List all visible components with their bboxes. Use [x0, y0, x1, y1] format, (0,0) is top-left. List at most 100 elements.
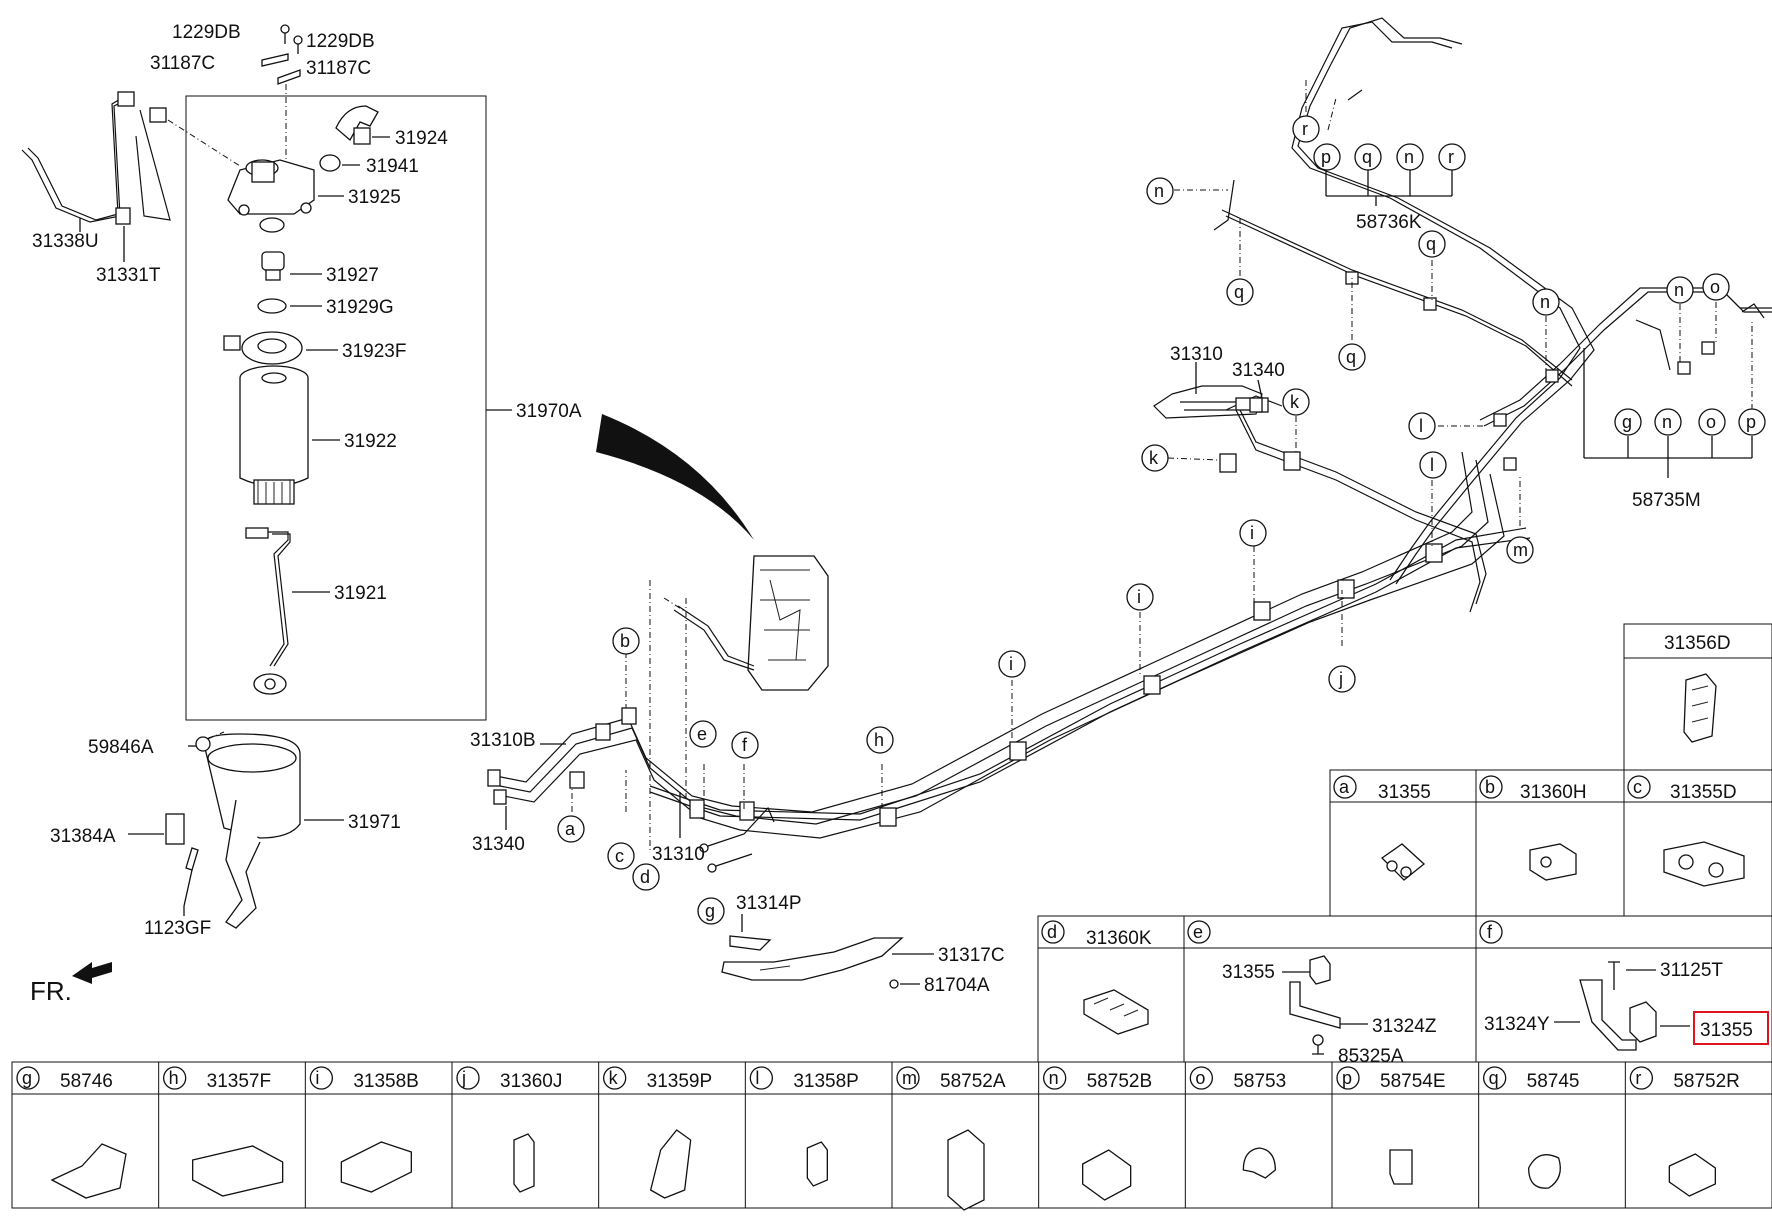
- label-31187C-b: 31187C: [306, 58, 371, 79]
- clip-31356D-icon: [1683, 673, 1717, 743]
- cell-n-part: 58752B: [1087, 1071, 1153, 1092]
- clip-58752B-icon: [1082, 1149, 1132, 1201]
- callout-l-2: [1408, 412, 1436, 440]
- cell-i-letter: i: [315, 1068, 319, 1088]
- cell-h-letter: h: [169, 1068, 179, 1088]
- clip-31357F-icon: [192, 1145, 284, 1197]
- clip-58752A-icon: [947, 1129, 985, 1211]
- callout-i-2: [1126, 583, 1154, 611]
- cell-a: a 31355: [1333, 775, 1431, 881]
- callout-k-1: [1141, 444, 1169, 472]
- callout-g: [697, 897, 725, 925]
- cell-a-part: 31355: [1378, 782, 1431, 803]
- filter-cartridge-31922-part: [239, 365, 309, 505]
- svg-text:g: g: [1622, 412, 1632, 432]
- clip-58746-icon: [50, 1143, 127, 1199]
- svg-text:l: l: [1430, 455, 1434, 475]
- callout-i-1: [998, 650, 1026, 678]
- callout-m: [1506, 536, 1534, 564]
- fuel-filter-assembly: 31970A 1229DB 1229DB 31187C 31187C 31924…: [150, 22, 582, 721]
- cell-e-label-85325A: 85325A: [1338, 1046, 1404, 1067]
- cell-k-letter: k: [609, 1068, 619, 1088]
- cell-f-label-31355: 31355: [1700, 1020, 1753, 1041]
- callout-h: [866, 726, 894, 754]
- svg-text:j: j: [1338, 669, 1343, 689]
- fr-label: FR.: [30, 976, 72, 1006]
- svg-text:c: c: [1633, 777, 1642, 797]
- cell-g-letter: g: [22, 1068, 32, 1088]
- label-1123GF: 1123GF: [144, 918, 211, 939]
- label-58736K: 58736K: [1356, 212, 1422, 233]
- svg-text:q: q: [1346, 347, 1356, 367]
- callout-q-1: [1226, 278, 1254, 306]
- svg-text:k: k: [1149, 448, 1159, 468]
- cell-e-label-31355: 31355: [1222, 962, 1275, 983]
- callout-d: [632, 863, 660, 891]
- cell-f: f 31125T 31324Y 31355: [1479, 920, 1769, 1051]
- cell-m-part: 58752A: [940, 1071, 1006, 1092]
- svg-text:n: n: [1154, 181, 1164, 201]
- clip-58753-icon: [1242, 1147, 1276, 1179]
- label-31310B: 31310B: [470, 730, 536, 751]
- callout-n-3: [1532, 288, 1560, 316]
- cell-l-letter-circle: [749, 1066, 773, 1090]
- clip-58752R-icon: [1668, 1153, 1716, 1197]
- callout-n-4: [1666, 276, 1694, 304]
- callout-f: [731, 731, 759, 759]
- cell-r-letter-circle: [1629, 1066, 1653, 1090]
- cell-q-part: 58745: [1527, 1071, 1580, 1092]
- label-31317C: 31317C: [938, 945, 1005, 966]
- label-31338U: 31338U: [32, 231, 99, 252]
- callout-p-2: [1738, 408, 1766, 436]
- svg-text:i: i: [1137, 587, 1141, 607]
- label-31929G: 31929G: [326, 297, 394, 318]
- svg-text:d: d: [640, 867, 650, 887]
- svg-text:q: q: [1234, 282, 1244, 302]
- cell-d-part: 31360K: [1086, 928, 1152, 949]
- callout-g-2: [1614, 408, 1642, 436]
- cell-c: c 31355D: [1627, 775, 1745, 887]
- svg-text:n: n: [1540, 292, 1550, 312]
- callout-n-1: [1146, 177, 1174, 205]
- svg-text:o: o: [1706, 412, 1716, 432]
- label-31921: 31921: [334, 583, 387, 604]
- bolt-1229DB-part: [280, 24, 303, 54]
- svg-text:l: l: [1419, 416, 1423, 436]
- main-fuel-lines: [487, 17, 1772, 839]
- svg-text:n: n: [1662, 412, 1672, 432]
- gasket-31929G-part: [257, 298, 287, 314]
- callout-o-1: [1702, 273, 1730, 301]
- cell-g-letter-circle: [16, 1066, 40, 1090]
- callout-o-2: [1698, 408, 1726, 436]
- callout-b: [612, 627, 640, 655]
- label-31927: 31927: [326, 265, 379, 286]
- cell-l-letter: l: [755, 1068, 759, 1088]
- svg-text:h: h: [874, 730, 884, 750]
- svg-text:p: p: [1321, 147, 1331, 167]
- svg-text:d: d: [1047, 922, 1057, 942]
- filter-assembly-frame: [185, 95, 487, 721]
- cell-p-letter-circle: [1336, 1066, 1360, 1090]
- label-58735M: 58735M: [1632, 490, 1701, 511]
- cell-f-label-31324Y: 31324Y: [1484, 1014, 1550, 1035]
- callout-n-2: [1396, 143, 1424, 171]
- cell-j-part: 31360J: [500, 1071, 562, 1092]
- label-31971: 31971: [348, 812, 401, 833]
- callout-k-2: [1282, 388, 1310, 416]
- cell-g-part: 58746: [60, 1071, 113, 1092]
- cell-r-letter: r: [1635, 1068, 1641, 1088]
- cell-m-letter-circle: [896, 1066, 920, 1090]
- label-31310-top: 31310: [1170, 344, 1223, 365]
- label-31384A: 31384A: [50, 826, 116, 847]
- callout-n-5: [1654, 408, 1682, 436]
- cell-r-part: 58752R: [1673, 1071, 1740, 1092]
- svg-text:f: f: [742, 735, 748, 755]
- cell-j-letter-circle: [456, 1066, 480, 1090]
- cell-c-part: 31355D: [1670, 782, 1737, 803]
- sensor-31924-part: [335, 105, 379, 145]
